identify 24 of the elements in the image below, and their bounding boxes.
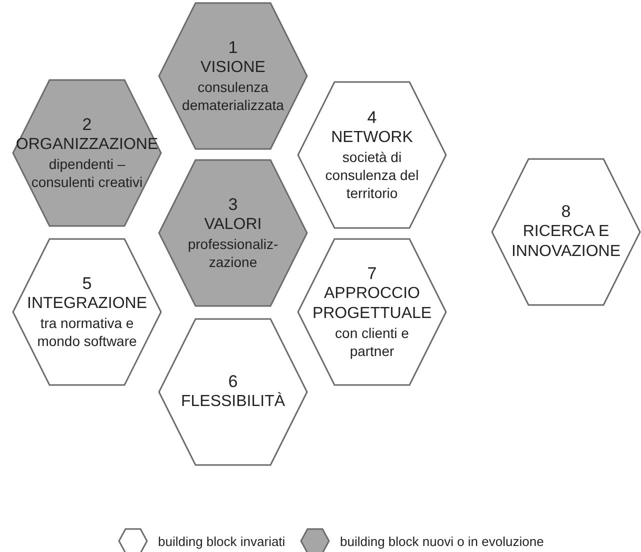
block-title: VALORI: [204, 215, 262, 235]
block-title: ORGANIZZAZIONE: [16, 135, 158, 155]
legend-label: building block nuovi o in evoluzione: [340, 534, 544, 548]
block-title: NETWORK: [331, 128, 413, 148]
block-description: società di consulenza del territorio: [324, 148, 420, 202]
block-description: professionaliz-zazione: [186, 235, 280, 271]
block-title: FLESSIBILITÀ: [180, 392, 286, 412]
block-description: consulenza dematerializzata: [181, 78, 285, 114]
block-description: dipendenti – consulenti creativi: [30, 155, 144, 191]
block-title: APPROCCIO PROGETTUALE: [312, 284, 432, 324]
block-number: 8: [561, 202, 571, 222]
block-number: 5: [82, 274, 92, 294]
block-number: 1: [228, 38, 238, 58]
block-description: tra normativa e mondo software: [36, 314, 138, 350]
block-number: 7: [367, 264, 377, 284]
block-description: con clienti e partner: [334, 324, 410, 360]
block-number: 4: [367, 108, 377, 128]
block-title: RICERCA E INNOVAZIONE: [510, 222, 622, 262]
block-title: INTEGRAZIONE: [27, 294, 148, 314]
legend-label: building block invariati: [158, 534, 286, 548]
block-title: VISIONE: [200, 58, 266, 78]
block-number: 3: [228, 195, 238, 215]
block-number: 2: [82, 115, 92, 135]
block-number: 6: [228, 372, 238, 392]
